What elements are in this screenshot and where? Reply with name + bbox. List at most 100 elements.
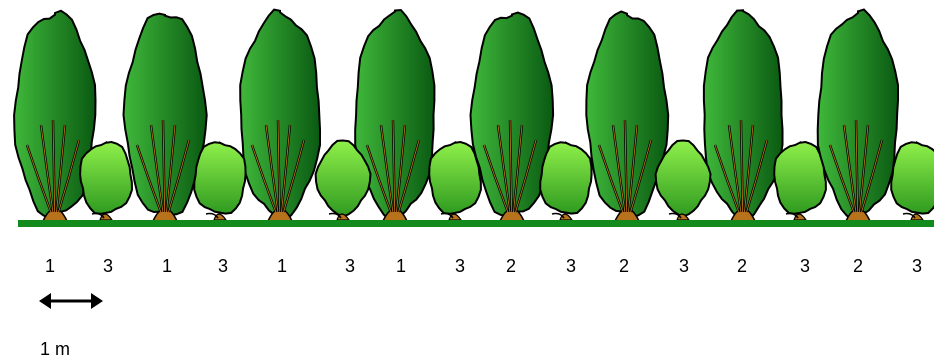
- tall-tree: [354, 8, 436, 222]
- tree-branch-fill: [56, 124, 66, 213]
- row-label-shrub: 3: [218, 256, 228, 276]
- shrub-twig: [668, 212, 682, 219]
- tree-branch-fill: [366, 144, 392, 213]
- tree-branch-fill: [396, 124, 406, 213]
- tree-branch-fill: [150, 124, 164, 213]
- double-arrow-icon: [39, 293, 103, 309]
- tree-branch-fill: [861, 139, 883, 213]
- tree-branch-fill: [497, 124, 511, 213]
- tree-branch-fill: [829, 144, 855, 213]
- tree-branch-fill: [398, 139, 420, 213]
- row-label-shrub: 3: [679, 256, 689, 276]
- tree-branch-fill: [265, 124, 279, 213]
- shrub-stem: [99, 213, 114, 221]
- shrub-twig: [902, 212, 916, 219]
- tree-branch-fill: [283, 139, 305, 213]
- tree-branch-fill: [380, 124, 394, 213]
- row-label-tall: 2: [853, 256, 863, 276]
- tall-tree: [239, 8, 321, 222]
- tall-tree: [469, 11, 555, 222]
- row-label-tall: 2: [619, 256, 629, 276]
- row-label-shrub: 3: [345, 256, 355, 276]
- shrub-stem: [910, 213, 925, 221]
- shrub: [314, 139, 372, 221]
- tall-tree: [702, 9, 784, 222]
- shrub-twig: [205, 212, 219, 219]
- tree-branch-fill: [136, 144, 162, 213]
- shrub: [539, 141, 593, 221]
- shrub: [193, 141, 247, 221]
- tree-branch-fill: [746, 139, 768, 213]
- shrub-foliage: [773, 140, 827, 215]
- tree-branch-fill: [515, 139, 537, 213]
- row-label-tall: 2: [506, 256, 516, 276]
- tree-branch-fill: [740, 119, 744, 213]
- row-label-tall: 1: [162, 256, 172, 276]
- shrub-foliage: [193, 141, 247, 215]
- tree-branch-fill: [58, 139, 80, 213]
- tall-tree: [585, 10, 670, 222]
- tree-branch-fill: [52, 119, 56, 213]
- scale-bar: 1 m: [39, 293, 103, 359]
- shrub-foliage: [79, 140, 134, 215]
- shrub-twig: [440, 212, 454, 219]
- shrub-foliage: [539, 141, 593, 215]
- tree-branch-fill: [162, 119, 166, 213]
- shrub-twig: [785, 212, 799, 219]
- tree-branch-fill: [251, 144, 277, 213]
- shrub-stem: [793, 213, 808, 221]
- row-label-tall: 1: [396, 256, 406, 276]
- tree-branch-fill: [277, 119, 281, 213]
- shrub: [773, 140, 827, 221]
- tree-branch-fill: [843, 124, 857, 213]
- tree-branch-fill: [483, 144, 509, 213]
- tree-branch-fill: [392, 119, 396, 213]
- row-label-shrub: 3: [800, 256, 810, 276]
- shrub-twig: [328, 212, 342, 219]
- plants-layer: [13, 8, 934, 222]
- row-label-tall: 1: [277, 256, 287, 276]
- tall-tree: [122, 12, 208, 222]
- shrub: [654, 139, 712, 221]
- tree-branch-fill: [509, 119, 513, 213]
- row-label-shrub: 3: [912, 256, 922, 276]
- tree-branch-fill: [40, 124, 54, 213]
- tree-branch-fill: [744, 124, 754, 213]
- shrub-twig: [551, 212, 565, 219]
- shrub-twig: [91, 212, 105, 219]
- ground-line: [18, 220, 934, 227]
- shrub: [79, 140, 134, 221]
- tree-branch-fill: [612, 124, 626, 213]
- shrub-stem: [336, 213, 351, 221]
- tall-tree: [13, 9, 97, 222]
- shrub-stem: [448, 213, 463, 221]
- tree-branch-fill: [855, 119, 859, 213]
- tree-branch-fill: [714, 144, 740, 213]
- row-label-shrub: 3: [566, 256, 576, 276]
- tree-branch-fill: [166, 124, 176, 213]
- shrub-stem: [559, 213, 574, 221]
- shrub-foliage: [428, 140, 482, 215]
- tall-tree: [816, 8, 899, 222]
- row-label-tall: 2: [737, 256, 747, 276]
- tree-branch-fill: [859, 124, 869, 213]
- shrub-stem: [676, 213, 691, 221]
- tree-branch-fill: [598, 144, 624, 213]
- tree-branch-fill: [281, 124, 291, 213]
- shrub-foliage: [890, 141, 934, 215]
- shrub-stem: [213, 213, 228, 221]
- tree-branch-fill: [168, 139, 190, 213]
- tree-branch-fill: [630, 139, 652, 213]
- row-label-shrub: 3: [103, 256, 113, 276]
- tree-branch-fill: [26, 144, 52, 213]
- tree-branch-fill: [513, 124, 523, 213]
- scale-label: 1 m: [40, 339, 70, 359]
- tree-branch-fill: [628, 124, 638, 213]
- tree-branch-fill: [728, 124, 742, 213]
- shrub: [428, 140, 482, 221]
- tree-branch-fill: [624, 119, 628, 213]
- row-label-tall: 1: [45, 256, 55, 276]
- shrub: [890, 141, 934, 221]
